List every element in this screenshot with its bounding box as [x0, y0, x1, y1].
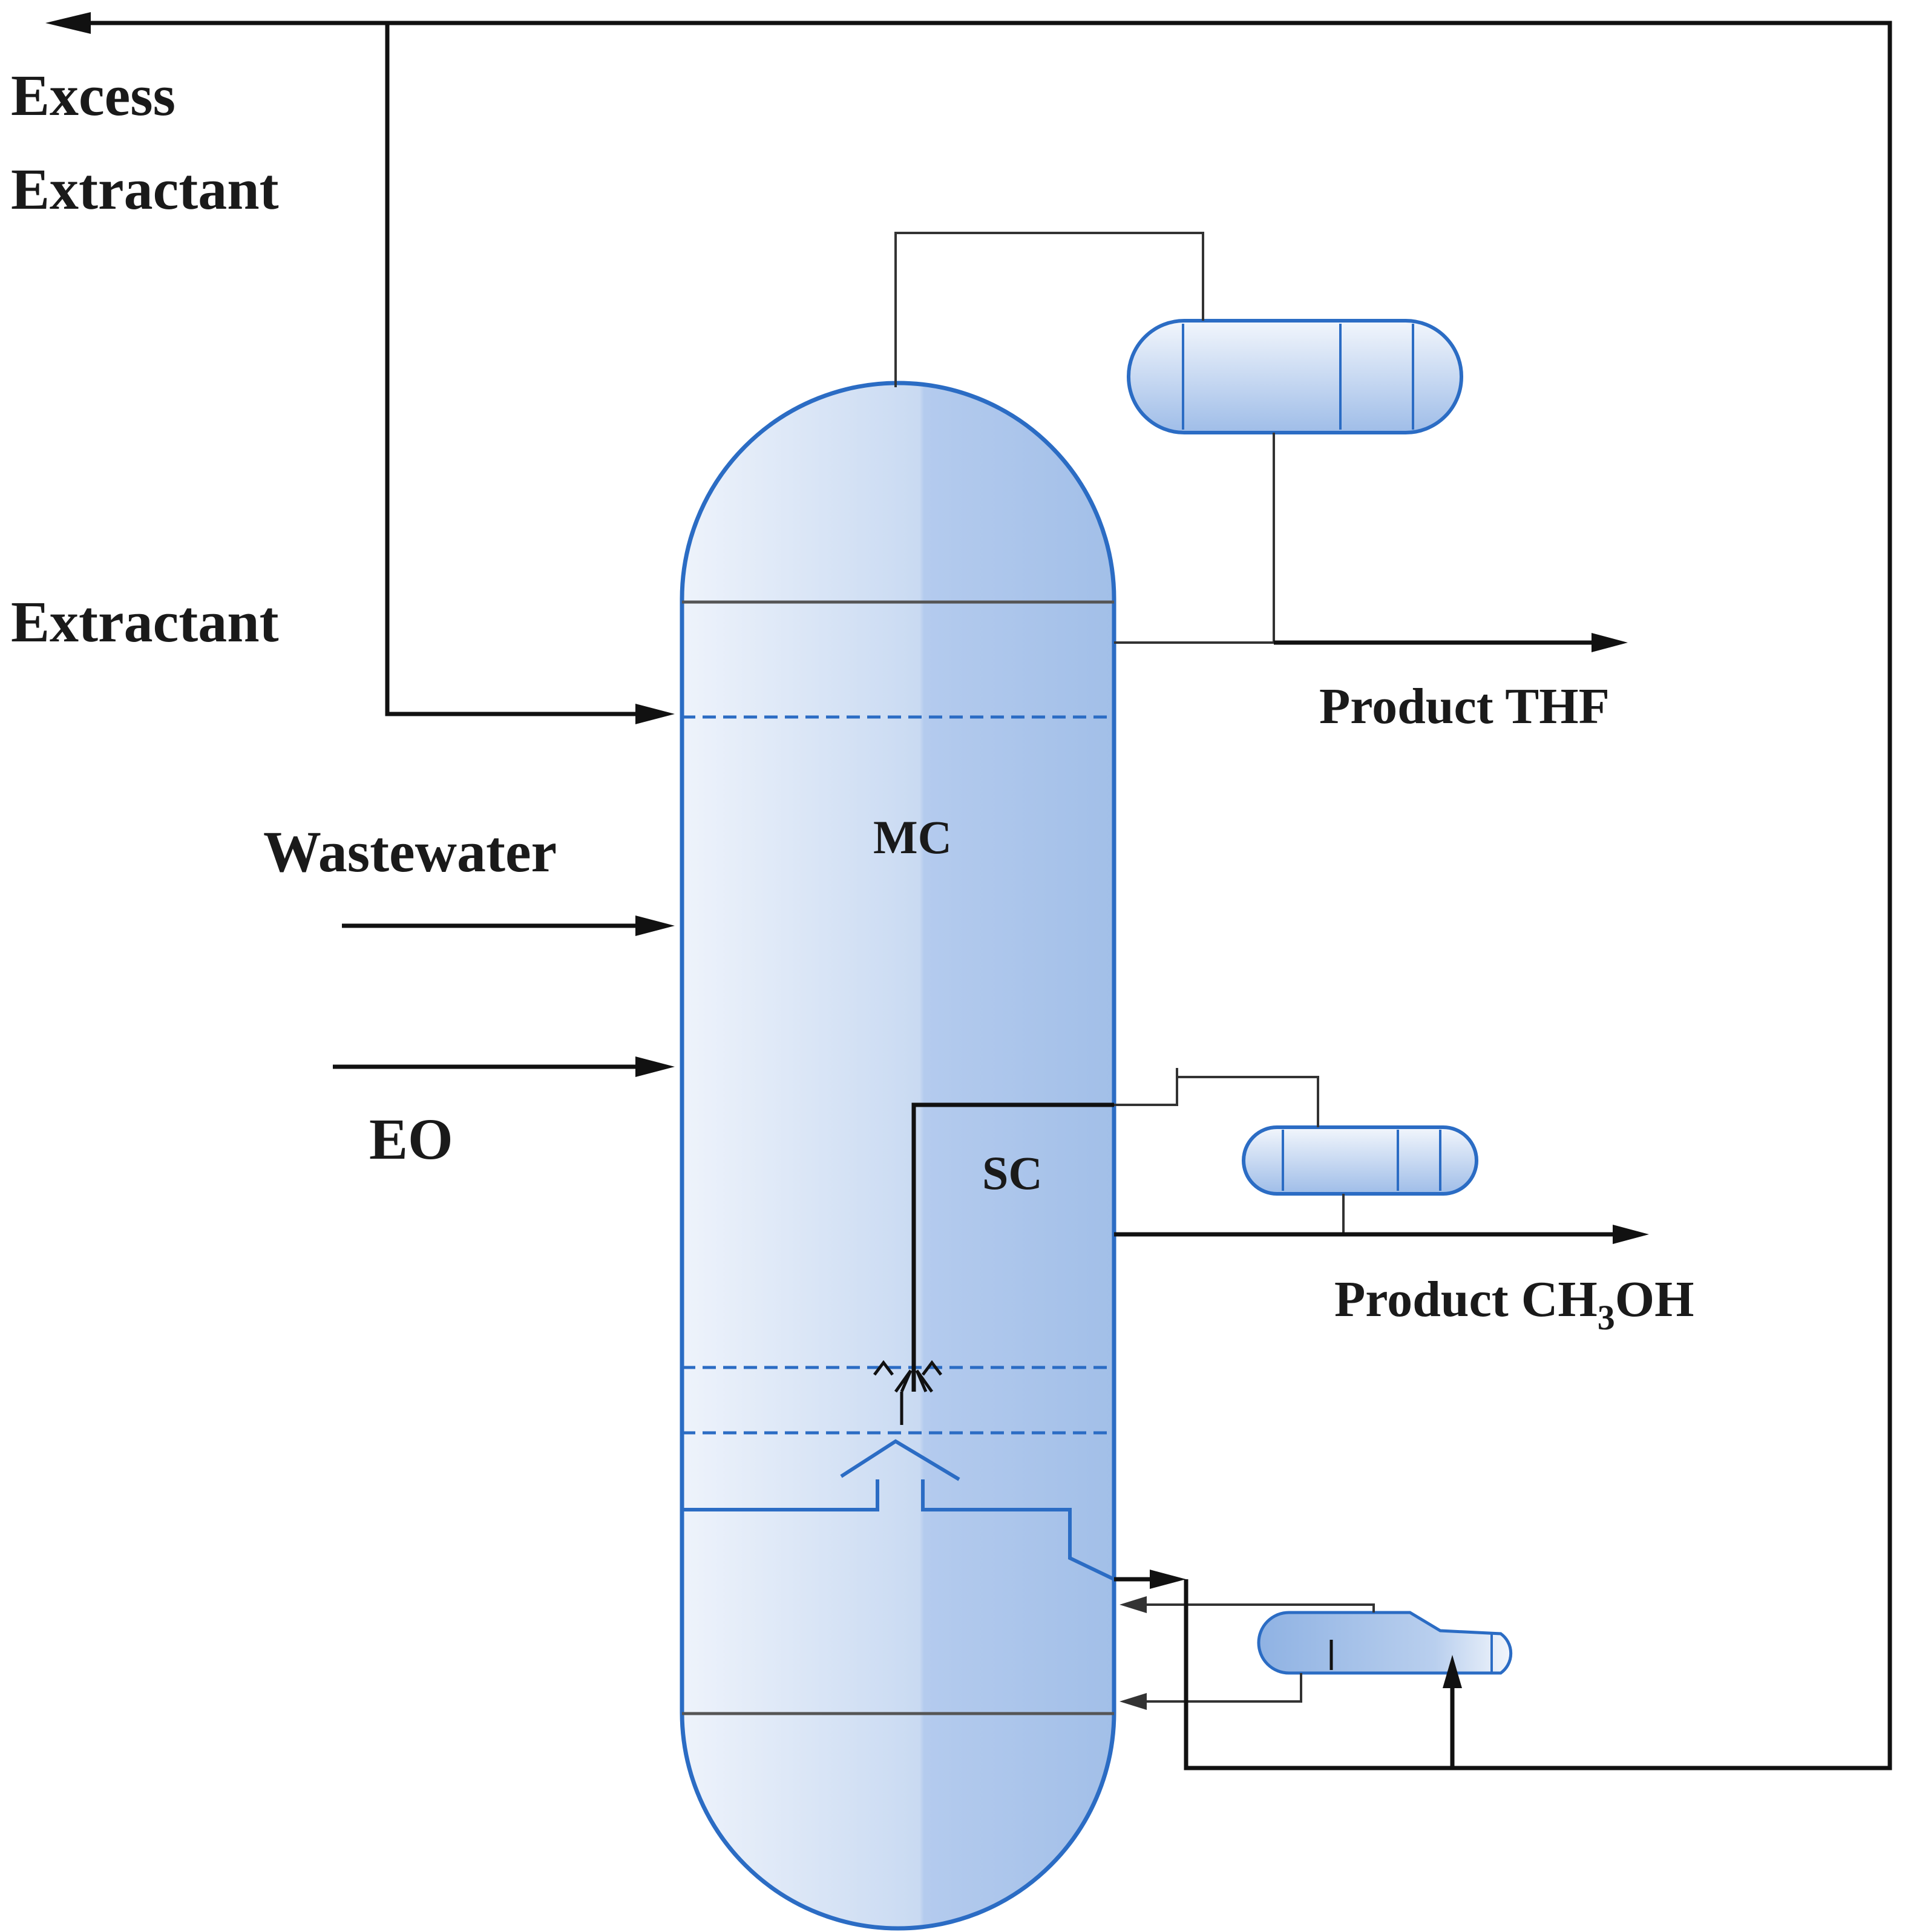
- reboiler-vapor-return: [1126, 1603, 1375, 1613]
- product-methanol-prefix: Product CH: [1334, 1271, 1598, 1328]
- reboiler: [1257, 1611, 1513, 1675]
- excess-extractant-label-line2: Extractant: [11, 157, 279, 221]
- eo-feed-arrowhead: [635, 1056, 675, 1077]
- side-condenser-drum: [1242, 1125, 1478, 1196]
- wastewater-label: Wastewater: [263, 819, 557, 884]
- side-column-partition: [873, 1102, 1114, 1425]
- excess-extractant-recycle-line: [85, 21, 1892, 1770]
- overhead-condenser-drum: [1127, 319, 1463, 434]
- eo-label: EO: [369, 1107, 453, 1171]
- reboiler-liquid-return: [1126, 1673, 1302, 1703]
- main-column-label: MC: [873, 811, 952, 863]
- product-thf-label: Product THF: [1319, 678, 1610, 735]
- side-column-label: SC: [982, 1147, 1043, 1199]
- product-methanol-subscript: 3: [1598, 1298, 1615, 1337]
- overhead-vapor-line: [894, 232, 1204, 387]
- main-column-vessel: [680, 381, 1116, 1931]
- vapor-split-icon: [894, 1369, 934, 1393]
- product-methanol-suffix: OH: [1615, 1271, 1694, 1328]
- liquid-distributor: [682, 1439, 1115, 1581]
- extractant-feed-arrowhead: [635, 704, 675, 724]
- product-methanol-label: Product CH3OH: [1334, 1271, 1694, 1337]
- wastewater-feed-arrowhead: [635, 915, 675, 936]
- side-vapor-line: [1114, 1068, 1319, 1127]
- product-methanol-arrowhead: [1613, 1225, 1649, 1244]
- excess-extractant-label-line1: Excess: [11, 63, 175, 128]
- excess-extractant-arrowhead: [45, 12, 91, 34]
- extractant-feed-line: [385, 23, 660, 716]
- extractant-label: Extractant: [11, 589, 279, 654]
